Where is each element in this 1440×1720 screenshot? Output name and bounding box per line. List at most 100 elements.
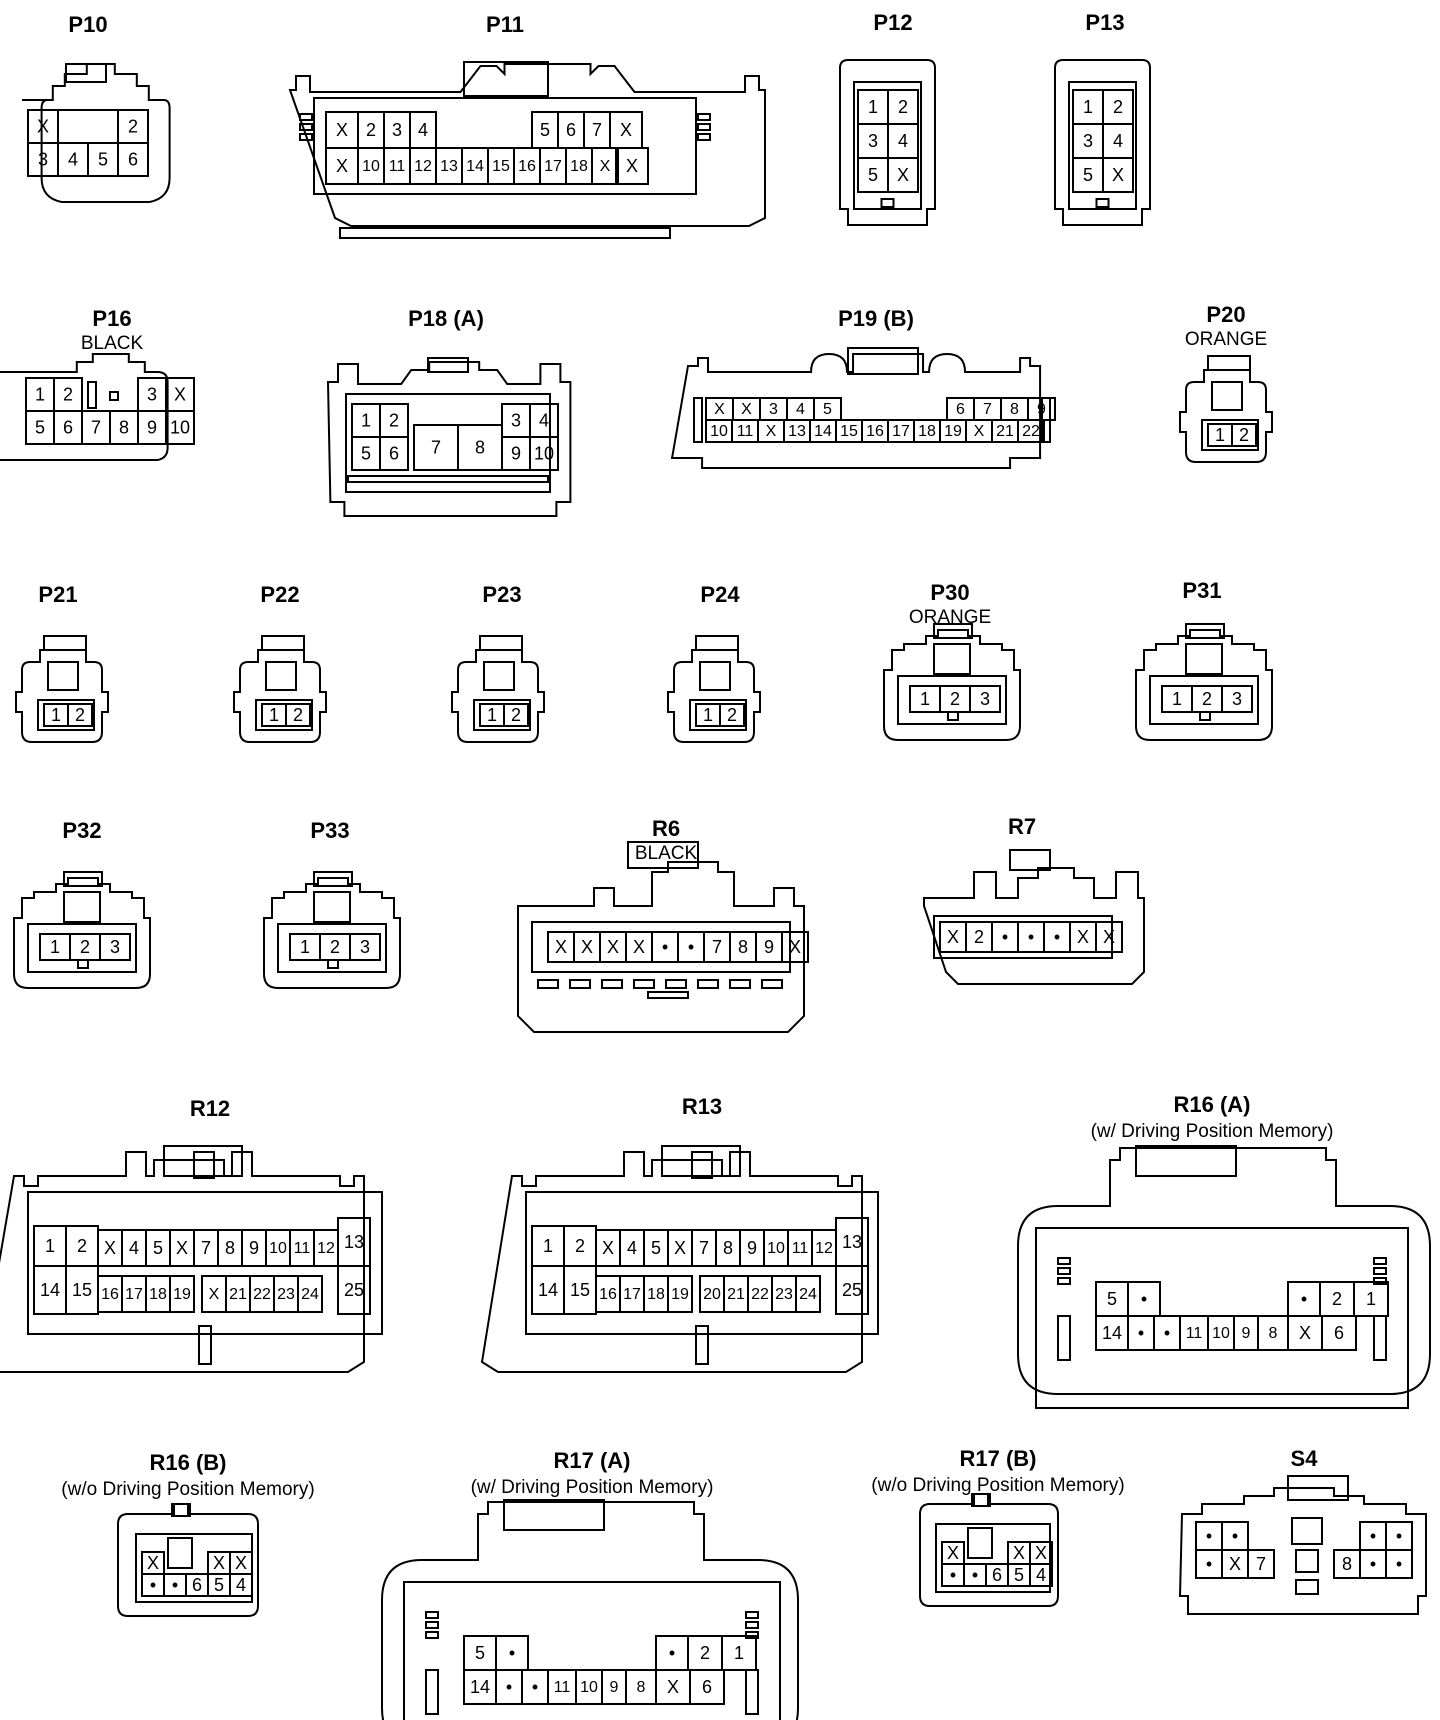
pin-cavity: 5	[1072, 157, 1104, 193]
pin-cavity: 7	[703, 931, 731, 963]
pin-cavity: •	[1127, 1315, 1155, 1351]
pin-label: •	[1206, 1526, 1212, 1546]
pin-cavity: 4	[786, 397, 815, 421]
pin-cell	[297, 1275, 323, 1313]
pin-cavity: 1	[1353, 1281, 1389, 1317]
key	[265, 661, 297, 691]
pin-cavity: 10	[165, 410, 195, 445]
connector-subtitle: (w/o Driving Position Memory)	[871, 1475, 1124, 1496]
key	[933, 643, 971, 675]
pin-label: 3	[511, 410, 521, 430]
connector-title: P10	[68, 12, 107, 37]
pin-cavity: •	[1127, 1281, 1161, 1317]
pin-cavity: X	[573, 931, 601, 963]
housing-inner	[313, 97, 697, 195]
housing-inner	[853, 81, 922, 210]
pin-label: 5	[1083, 165, 1093, 185]
pin-cavity: 5	[1095, 1281, 1129, 1317]
connector-outline	[22, 63, 171, 203]
pin-cavity: 13	[435, 147, 463, 185]
pin-label: 14	[40, 1280, 60, 1300]
pin-label: X	[633, 937, 645, 957]
key-slot	[109, 391, 119, 401]
pin-cavity: 6	[53, 410, 83, 445]
pin-cavity: X	[655, 1669, 691, 1705]
pin-label: •	[1370, 1526, 1376, 1546]
pin-label: 2	[80, 937, 90, 957]
pin-label: 7	[592, 120, 602, 140]
pin-label: 15	[492, 158, 510, 175]
pin-label: 7	[712, 937, 722, 957]
latch	[63, 871, 103, 887]
pin-label: 2	[974, 927, 984, 947]
connector-title: S4	[1291, 1446, 1319, 1471]
pin-label: •	[172, 1575, 178, 1595]
pin-cavity: 18	[565, 147, 593, 185]
rib	[1057, 1257, 1071, 1265]
rib	[761, 979, 783, 989]
pin-cavity: X	[169, 1229, 195, 1267]
pin-cavity: 1	[351, 403, 381, 438]
housing-inner	[37, 699, 95, 731]
latch	[427, 357, 469, 373]
pin-label: 14	[470, 1677, 490, 1697]
pin-label: 3	[110, 937, 120, 957]
housing-inner	[1201, 419, 1259, 451]
pin-label: 17	[125, 1286, 143, 1303]
pin-cavity: 4	[57, 142, 89, 177]
housing-inner	[277, 923, 387, 973]
pin-cavity: X	[939, 921, 967, 953]
connector-outline	[0, 1151, 365, 1373]
pin-label: 10	[580, 1679, 598, 1696]
pin-cavity: 2	[965, 921, 993, 953]
pin-label: 9	[249, 1238, 259, 1258]
pin-cavity: 3	[759, 397, 788, 421]
pin-cavity: 10	[1207, 1315, 1235, 1351]
pin-cavity: 2	[719, 703, 745, 727]
housing-inner	[403, 1581, 781, 1720]
pin-cavity: •	[1385, 1549, 1413, 1579]
pin-label: 1	[487, 705, 497, 725]
pin-cavity: 15	[563, 1265, 597, 1315]
pin-label: 7	[201, 1238, 211, 1258]
pin-cavity: 8	[217, 1229, 243, 1267]
pin-cavity: 2	[563, 1225, 597, 1267]
pin-cell	[1321, 1315, 1357, 1351]
pin-cavity: X	[1095, 921, 1123, 953]
pin-label: X	[741, 401, 752, 418]
connector-title: R17 (A)	[553, 1448, 630, 1473]
pin-cell	[229, 1573, 253, 1597]
pin-cavity: 9	[755, 931, 783, 963]
pin-cavity: 10	[705, 419, 733, 443]
pin-label: 21	[229, 1286, 247, 1303]
pin-label: 4	[68, 149, 78, 169]
latch	[65, 63, 107, 83]
rib	[1057, 1315, 1071, 1361]
pin-cavity: 2	[357, 111, 385, 149]
pin-label: 2	[366, 120, 376, 140]
pin-label: 10	[269, 1240, 287, 1257]
pin-label: X	[1103, 927, 1115, 947]
pin-label: 2	[1239, 425, 1249, 445]
pin-cavity: 19	[169, 1275, 195, 1313]
connector-title: R6	[652, 816, 680, 841]
pin-label: 21	[996, 423, 1014, 440]
rib	[697, 113, 711, 121]
pin-cavity: 1	[261, 703, 287, 727]
latch	[463, 61, 549, 97]
pin-cavity: 2	[939, 685, 971, 713]
pin-label: 1	[703, 705, 713, 725]
pin-label: 1	[868, 97, 878, 117]
connector-title: R16 (B)	[149, 1450, 226, 1475]
pin-cell	[1353, 1281, 1389, 1317]
pin-cell	[721, 1635, 757, 1671]
rib	[745, 1611, 759, 1619]
rib	[693, 397, 703, 443]
connector-title: P13	[1085, 10, 1124, 35]
housing-inner	[345, 393, 551, 493]
pin-label: X	[104, 1238, 116, 1258]
pin-label: 7	[431, 437, 441, 457]
pin-cavity: 14	[531, 1265, 565, 1315]
pin-cell	[1231, 423, 1257, 447]
pin-label: 15	[570, 1280, 590, 1300]
